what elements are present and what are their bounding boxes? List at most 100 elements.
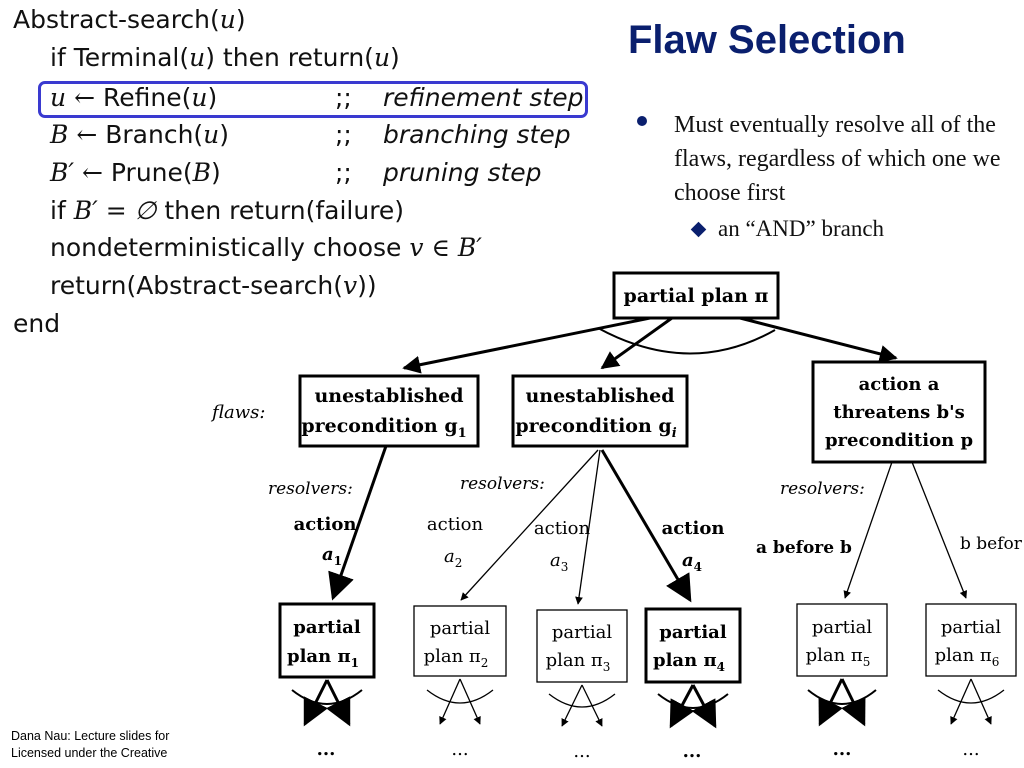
action2-label: action: [427, 514, 484, 535]
flaw2-line2: precondition gi: [515, 415, 676, 441]
action1-var-sub: 1: [334, 554, 342, 568]
child-fan-2: ...: [426, 678, 494, 760]
order-label-2: b befor: [960, 534, 1023, 554]
ellipsis-6: ...: [962, 739, 979, 760]
action3-label: action: [534, 518, 591, 539]
action3-var: a3: [550, 550, 568, 574]
edge-root-flaw2: [600, 316, 673, 370]
slide-footer: Dana Nau: Lecture slides for Licensed un…: [11, 728, 169, 762]
action4-var: a4: [682, 550, 702, 574]
resolvers-label-1: resolvers:: [268, 479, 353, 499]
ellipsis-5: ...: [833, 739, 852, 760]
flaw3-line2: threatens b's: [833, 402, 964, 423]
ellipsis-4: ...: [683, 741, 702, 762]
action2-var: a2: [444, 546, 462, 570]
plan4-line1: partial: [659, 622, 727, 643]
code-line-end: end: [13, 309, 61, 338]
plan3-label-sub: 3: [603, 660, 611, 674]
flaws-label: flaws:: [210, 402, 265, 423]
flaw1-line2: precondition g1: [301, 415, 466, 441]
action2-var-sub: 2: [455, 556, 463, 570]
plan2-box: [413, 605, 507, 677]
plan4-box: [644, 607, 742, 684]
code-comment-refinement: refinement step: [383, 83, 584, 112]
order-label-1: a before b: [756, 538, 852, 558]
plan5-line2: plan π5: [806, 645, 871, 669]
edge-flaw1-plan1: [328, 445, 388, 601]
plan5-label-main: plan π: [806, 645, 863, 666]
action1-var-main: a: [322, 544, 334, 565]
plan3-line2: plan π3: [546, 650, 611, 674]
flaw1-box: [298, 374, 480, 448]
plan-node-3: partial plan π3: [536, 609, 628, 683]
code-comment-branching: branching step: [383, 120, 571, 149]
plan3-label-main: plan π: [546, 650, 603, 671]
plan1-line1: partial: [293, 617, 361, 638]
footer-line-1: Dana Nau: Lecture slides for: [11, 729, 170, 743]
resolvers-label-2: resolvers:: [460, 474, 545, 494]
child-fan-5: ...: [807, 678, 877, 760]
edge-flaw3-plan6: [911, 461, 968, 599]
plan2-line1: partial: [430, 618, 491, 639]
slide-title: Flaw Selection: [628, 18, 906, 62]
flaw2-line1: unestablished: [525, 385, 674, 407]
action4-label: action: [662, 518, 725, 539]
action4-var-main: a: [682, 550, 694, 571]
plan4-line2: plan π4: [653, 650, 725, 674]
plan3-line1: partial: [552, 622, 613, 643]
plan1-label-main: plan π: [287, 646, 351, 667]
plan6-line2: plan π6: [935, 645, 1000, 669]
ellipsis-3: ...: [573, 741, 590, 762]
code-line-return: return(Abstract-search(v)): [50, 271, 377, 300]
plan3-box: [536, 609, 628, 683]
plan-node-1: partial plan π1: [278, 602, 376, 679]
edge-flaw2-plan4: [600, 449, 692, 603]
code-semicolons: ;;: [335, 120, 352, 149]
code-line-prune: B′ ← Prune(B): [50, 158, 221, 187]
bullet-dot-icon: [637, 116, 647, 126]
child-fan-6: ...: [937, 678, 1005, 760]
plan5-box: [796, 603, 888, 677]
edge-flaw2-plan2: [460, 449, 599, 601]
edge-flaw2-plan3: [575, 449, 601, 605]
edge-root-flaw1: [402, 316, 651, 374]
flaw3-line3: precondition p: [825, 430, 973, 451]
code-line-branch: B ← Branch(u): [50, 120, 230, 149]
resolvers-label-3: resolvers:: [780, 479, 865, 499]
code-semicolons: ;;: [335, 83, 352, 112]
plan2-line2: plan π2: [424, 646, 489, 670]
ellipsis-2: ...: [451, 739, 468, 760]
plan6-label-sub: 6: [992, 655, 1000, 669]
flaw2-box: [511, 374, 689, 448]
code-line-abstract-search: Abstract-search(u): [13, 5, 246, 34]
plan4-label-sub: 4: [717, 660, 725, 674]
refine-highlight-box: [38, 81, 588, 118]
flaw1-label-main: precondition g: [301, 415, 457, 437]
plan-node-6: partial plan π6: [925, 603, 1017, 677]
pseudocode-panel: Abstract-search(u) if Terminal(u) then r…: [0, 0, 600, 350]
root-node-box: [612, 271, 780, 320]
and-arc: [597, 327, 776, 355]
child-fan-4: ...: [657, 684, 729, 762]
plan6-label-main: plan π: [935, 645, 992, 666]
plan-node-5: partial plan π5: [796, 603, 888, 677]
plan1-box: [278, 602, 376, 679]
action3-var-main: a: [550, 550, 561, 571]
flaw3-line1: action a: [859, 374, 940, 395]
action4-var-sub: 4: [694, 560, 702, 574]
child-fan-3: ...: [548, 684, 616, 762]
flaw3-box: [811, 360, 987, 464]
code-line-choose: nondeterministically choose v ∈ B′: [50, 233, 482, 262]
flaw2-label-main: precondition g: [515, 415, 671, 437]
code-semicolons: ;;: [335, 158, 352, 187]
footer-line-2: Licensed under the Creative: [11, 746, 168, 760]
code-line-failure: if B′ = ∅ then return(failure): [50, 196, 405, 225]
plan5-label-sub: 5: [863, 655, 871, 669]
plan-node-2: partial plan π2: [413, 605, 507, 677]
plan2-label-sub: 2: [481, 656, 489, 670]
action1-label: action: [294, 514, 357, 535]
code-line-refine: u ← Refine(u): [50, 83, 218, 112]
action2-var-main: a: [444, 546, 455, 567]
ellipsis-1: ...: [317, 739, 336, 760]
